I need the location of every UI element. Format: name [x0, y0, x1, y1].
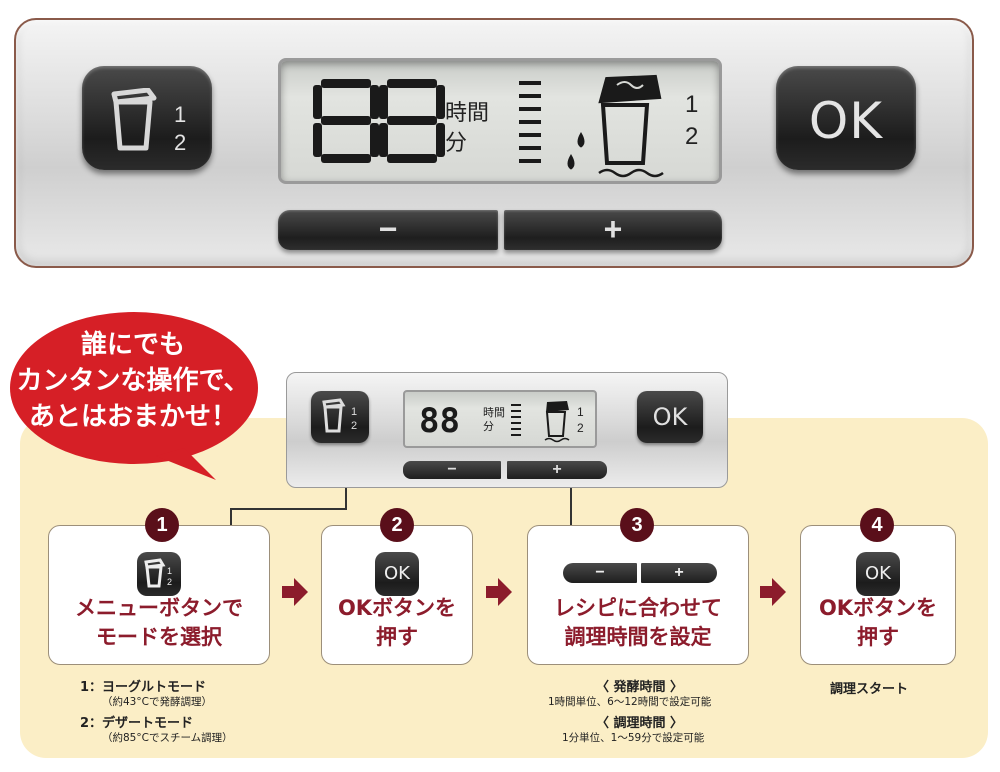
plus-button[interactable]: +	[504, 210, 722, 250]
menu-number-2: 2	[174, 130, 187, 155]
step-number-4: 4	[860, 508, 894, 542]
mini-minus-button: −	[403, 461, 501, 479]
level-number-2: 2	[685, 123, 699, 150]
mini-unit-minutes: 分	[483, 420, 494, 433]
connector-line	[570, 480, 572, 525]
level-number-1: 1	[685, 91, 699, 118]
step-card-1: メニューボタンでモードを選択	[48, 525, 270, 665]
ok-button-icon: OK	[856, 552, 900, 596]
ok-button[interactable]: OK	[776, 66, 916, 170]
step-card-3: レシピに合わせて調理時間を設定	[527, 525, 749, 665]
mini-lcd-graphics: 88 時間 分 1 2	[419, 401, 584, 443]
menu-number-1: 1	[174, 102, 187, 127]
note-ferment-detail: 1時間単位、6〜12時間で設定可能	[548, 696, 712, 708]
promo-speech-bubble: 誰にでも カンタンな操作で、 あとはおまかせ！	[6, 306, 260, 482]
step-number-3: 3	[620, 508, 654, 542]
mini-control-panel: 1 2 88 時間 分 1 2 OK − +	[286, 372, 728, 488]
unit-minutes: 分	[445, 131, 468, 156]
digit-8-right	[379, 79, 445, 163]
control-panel: 1 2	[14, 18, 974, 268]
note-mode-1-title: 1：ヨーグルトモード	[80, 680, 207, 695]
ok-button-label: OK	[808, 92, 884, 150]
digit-8-left	[313, 79, 379, 163]
promo-line-3: あとはおまかせ！	[28, 402, 237, 432]
menu-button-icon: 1 2	[137, 552, 181, 596]
step-3-text: レシピに合わせて調理時間を設定	[554, 596, 722, 649]
promo-line-1: 誰にでも	[80, 330, 185, 360]
mini-unit-hours: 時間	[483, 406, 505, 419]
menu-button[interactable]: 1 2	[82, 66, 212, 170]
speech-bubble-shape	[10, 312, 258, 480]
container-icon: 1 2	[322, 398, 357, 433]
note-cook-title: 〈 調理時間 〉	[596, 716, 684, 731]
lcd-graphics	[313, 74, 664, 178]
note-mode-1-detail: （約43°Cで発酵調理）	[102, 696, 212, 708]
arrow-right-icon	[486, 578, 512, 606]
mini-plus-button: +	[507, 461, 607, 479]
mini-digits: 88	[419, 401, 460, 441]
note-cook-detail: 1分単位、1〜59分で設定可能	[562, 732, 705, 744]
step-4-text: OKボタンを押す	[818, 596, 938, 649]
note-mode-2-title: 2：デザートモード	[80, 716, 194, 731]
mini-level-1: 1	[577, 405, 584, 419]
minus-bar-icon: −	[563, 563, 637, 583]
plus-bar-icon: +	[641, 563, 717, 583]
step-2-text: OKボタンを押す	[337, 596, 457, 649]
mini-ok-button: OK	[637, 391, 703, 443]
icon-number-2: 2	[167, 577, 172, 587]
container-icon: 1 2	[144, 558, 172, 588]
mini-lcd-display: 88 時間 分 1 2	[403, 390, 597, 448]
lcd-display: 時間 分 1 2	[278, 58, 722, 184]
step-number-2: 2	[380, 508, 414, 542]
mini-menu-number-2: 2	[351, 420, 357, 432]
mini-level-2: 2	[577, 421, 584, 435]
minus-button[interactable]: −	[278, 210, 498, 250]
connector-line	[230, 508, 347, 510]
promo-line-2: カンタンな操作で、	[16, 366, 250, 396]
step-1-text: メニューボタンでモードを選択	[75, 596, 243, 649]
connector-line	[230, 508, 232, 526]
step-number-1: 1	[145, 508, 179, 542]
level-bars	[519, 81, 541, 163]
arrow-right-icon	[282, 578, 308, 606]
mini-menu-button: 1 2	[311, 391, 369, 443]
ok-button-icon: OK	[375, 552, 419, 596]
note-ferment-title: 〈 発酵時間 〉	[596, 680, 684, 695]
container-icon	[111, 88, 157, 151]
icon-number-1: 1	[167, 566, 172, 576]
arrow-right-icon	[760, 578, 786, 606]
mini-menu-number-1: 1	[351, 406, 357, 418]
steam-pot-icon	[567, 74, 664, 178]
note-mode-2-detail: （約85°Cでスチーム調理）	[102, 732, 233, 744]
unit-hours: 時間	[445, 101, 490, 126]
note-start: 調理スタート	[830, 682, 909, 697]
